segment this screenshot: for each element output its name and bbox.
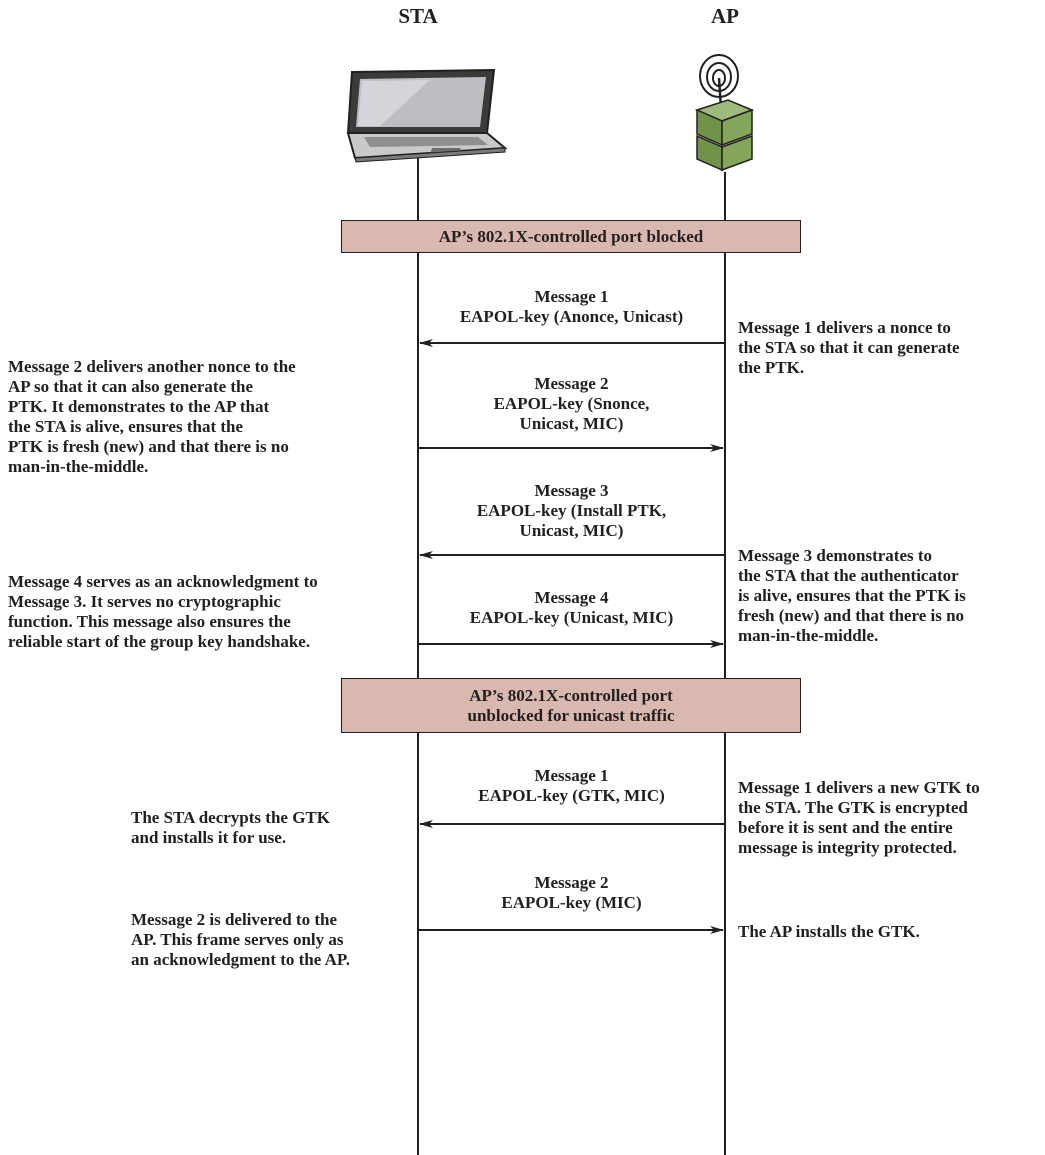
note-line: the STA that the authenticator — [738, 566, 959, 585]
note-line: The STA decrypts the GTK — [131, 808, 330, 827]
note-line: the STA. The GTK is encrypted — [738, 798, 968, 817]
note-line: the STA is alive, ensures that the — [8, 417, 244, 436]
message-body: EAPOL-key (MIC) — [501, 893, 642, 912]
note-line: man-in-the-middle. — [8, 457, 149, 476]
note-message-2-sta: Message 2 delivers another nonce to the … — [8, 357, 296, 477]
note-line: reliable start of the group key handshak… — [8, 632, 311, 651]
ap-header: AP — [711, 4, 739, 28]
message-title: Message 2 — [534, 374, 609, 393]
note-line: AP. This frame serves only as — [131, 930, 344, 949]
note-line: message is integrity protected. — [738, 838, 957, 857]
note-message-3-ap: Message 3 demonstrates to the STA that t… — [738, 546, 966, 646]
note-message-4-sta: Message 4 serves as an acknowledgment to… — [8, 572, 318, 652]
message-title: Message 1 — [534, 287, 609, 306]
message-title: Message 2 — [534, 873, 609, 892]
note-line: PTK is fresh (new) and that there is no — [8, 437, 289, 456]
note-group-message-1-ap: Message 1 delivers a new GTK to the STA.… — [738, 778, 980, 858]
port-unblocked-banner: AP’s 802.1X-controlled port unblocked fo… — [341, 678, 801, 733]
message-body: Unicast, MIC) — [519, 414, 624, 433]
port-unblocked-line-1: AP’s 802.1X-controlled port — [469, 685, 673, 705]
note-line: Message 2 delivers another nonce to the — [8, 357, 296, 376]
message-3-label: Message 3 EAPOL-key (Install PTK, Unicas… — [420, 481, 723, 541]
note-message-1-ap: Message 1 delivers a nonce to the STA so… — [738, 318, 960, 378]
group-message-2-label: Message 2 EAPOL-key (MIC) — [420, 873, 723, 913]
note-group-message-2-sta: Message 2 is delivered to the AP. This f… — [131, 910, 350, 970]
message-body: Unicast, MIC) — [519, 521, 624, 540]
note-group-message-1-sta: The STA decrypts the GTK and installs it… — [131, 808, 330, 848]
note-line: The AP installs the GTK. — [738, 922, 920, 941]
note-line: Message 1 delivers a new GTK to — [738, 778, 980, 797]
message-2-label: Message 2 EAPOL-key (Snonce, Unicast, MI… — [420, 374, 723, 434]
access-point-icon — [694, 54, 755, 172]
message-body: EAPOL-key (Install PTK, — [476, 501, 667, 520]
note-line: Message 1 delivers a nonce to — [738, 318, 951, 337]
note-line: function. This message also ensures the — [8, 612, 291, 631]
note-line: Message 2 is delivered to the — [131, 910, 338, 929]
note-line: AP so that it can also generate the — [8, 377, 254, 396]
sta-header: STA — [398, 4, 438, 28]
message-title: Message 4 — [534, 588, 609, 607]
message-title: Message 1 — [534, 766, 609, 785]
message-1-label: Message 1 EAPOL-key (Anonce, Unicast) — [420, 287, 723, 327]
port-blocked-label: AP’s 802.1X-controlled port blocked — [438, 226, 704, 246]
message-title: Message 3 — [534, 481, 609, 500]
message-body: EAPOL-key (GTK, MIC) — [478, 786, 665, 805]
note-group-message-2-ap: The AP installs the GTK. — [738, 922, 920, 942]
note-line: and installs it for use. — [131, 828, 287, 847]
note-line: before it is sent and the entire — [738, 818, 953, 837]
note-line: the PTK. — [738, 358, 805, 377]
note-line: is alive, ensures that the PTK is — [738, 586, 966, 605]
port-blocked-banner: AP’s 802.1X-controlled port blocked — [341, 220, 801, 253]
note-line: Message 3. It serves no cryptographic — [8, 592, 281, 611]
laptop-icon — [346, 68, 508, 163]
note-line: the STA so that it can generate — [738, 338, 960, 357]
message-body: EAPOL-key (Snonce, — [493, 394, 650, 413]
note-line: man-in-the-middle. — [738, 626, 879, 645]
message-body: EAPOL-key (Unicast, MIC) — [469, 608, 674, 627]
message-body: EAPOL-key (Anonce, Unicast) — [459, 307, 684, 326]
note-line: Message 3 demonstrates to — [738, 546, 933, 565]
note-line: PTK. It demonstrates to the AP that — [8, 397, 270, 416]
group-message-1-label: Message 1 EAPOL-key (GTK, MIC) — [420, 766, 723, 806]
note-line: Message 4 serves as an acknowledgment to — [8, 572, 318, 591]
note-line: an acknowledgment to the AP. — [131, 950, 350, 969]
port-unblocked-line-2: unblocked for unicast traffic — [467, 705, 675, 725]
note-line: fresh (new) and that there is no — [738, 606, 965, 625]
message-4-label: Message 4 EAPOL-key (Unicast, MIC) — [420, 588, 723, 628]
